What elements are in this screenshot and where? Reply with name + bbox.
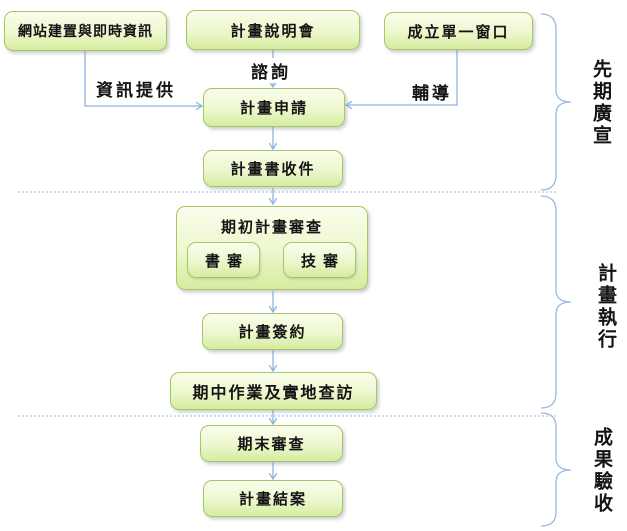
node-initial-review-label: 期初計畫審查 — [220, 218, 323, 236]
phase-label-execution: 計畫執行 — [595, 263, 617, 351]
edge-label-info-provision: 資訊提供 — [95, 76, 177, 101]
arrow-receipt-to-initial-review — [268, 188, 278, 206]
arrow-signing-to-midterm — [268, 350, 278, 373]
arrow-application-to-receipt — [268, 127, 278, 151]
phase-label-pre-promotion: 先期廣宣 — [590, 59, 612, 147]
phase-label-acceptance: 成果驗收 — [591, 427, 613, 515]
arrow-final-review-to-closure — [268, 462, 278, 481]
node-application: 計畫申請 — [203, 88, 345, 127]
node-signing: 計畫簽約 — [202, 313, 343, 350]
edge-label-guidance: 輔導 — [411, 79, 453, 104]
arrow-info-provision — [84, 51, 204, 111]
node-midterm: 期中作業及實地查訪 — [170, 372, 377, 410]
arrow-initial-review-to-signing — [268, 291, 278, 314]
arrow-guidance — [344, 50, 458, 110]
node-tech-review: 技審 — [283, 242, 356, 278]
node-closure: 計畫結案 — [203, 480, 343, 517]
node-briefing: 計畫說明會 — [186, 10, 360, 50]
node-doc-review: 書審 — [187, 242, 260, 278]
node-final-review: 期末審查 — [200, 425, 343, 462]
arrow-midterm-to-final-review — [268, 410, 278, 426]
node-receipt: 計畫書收件 — [203, 150, 343, 187]
node-single-window: 成立單一窗口 — [384, 12, 533, 50]
edge-label-consultation: 諮詢 — [250, 58, 292, 83]
node-web-info: 網站建置與即時資訊 — [4, 11, 167, 51]
brace-pre-promotion — [540, 13, 572, 191]
brace-acceptance — [540, 412, 572, 527]
brace-execution — [540, 195, 572, 409]
